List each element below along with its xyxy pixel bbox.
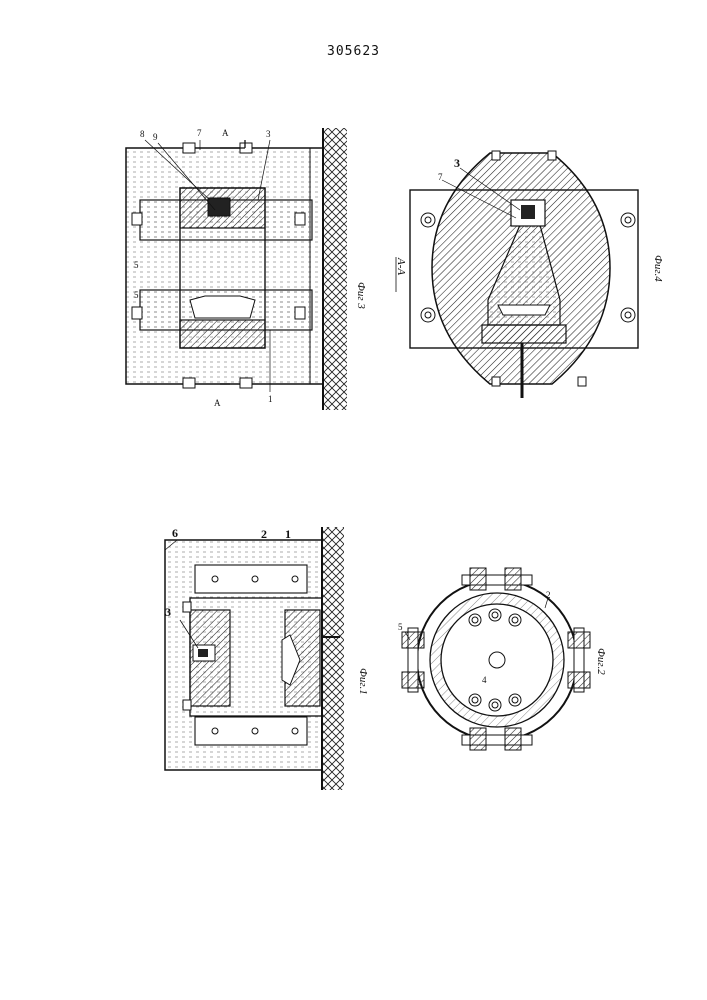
fig2-label-2: 2 [546,590,551,600]
figure-4: 3 7 А-А Фиг.4 [395,151,664,398]
die-bottom-hatch [180,320,265,348]
fig4-label-7: 7 [438,172,443,182]
figure-2: 5 2 4 Фиг.2 [398,568,607,750]
charge [208,198,230,216]
fig3-label-5b: 5 [134,290,139,300]
ground-hatch-1 [322,527,344,790]
fig2-label-5: 5 [398,622,403,632]
fig3-label-8: 8 [140,129,145,139]
fig3-label-A-bottom: А [214,398,221,408]
fig1-label-2: 2 [261,527,267,541]
fig4-section-label: А-А [395,257,407,275]
fig1-label-1: 1 [285,527,291,541]
ground-hatch [323,128,347,410]
fig3-label-9: 9 [153,132,158,142]
fig1-label-6: 6 [172,526,178,540]
fig3-label-7: 7 [197,128,202,138]
fig4-label-3: 3 [454,156,460,170]
blank [190,296,255,318]
figure-3: 8 9 7 А 3 5 5 А 1 Фиг 3 [126,128,367,410]
fig1-caption: Фиг.1 [357,668,369,695]
fig3-label-A-top: А [222,128,229,138]
fig3-caption: Фиг 3 [355,282,367,309]
fig3-label-5a: 5 [134,260,139,270]
fig2-label-4: 4 [482,675,487,685]
fig3-label-3: 3 [266,129,271,139]
fig1-label-3: 3 [165,605,171,619]
fig4-caption: Фиг.4 [652,255,664,282]
fig3-label-1: 1 [268,394,273,404]
fig2-caption: Фиг.2 [595,648,607,675]
punch [482,325,566,343]
figure-1: 6 2 1 3 Фиг.1 [165,526,369,790]
